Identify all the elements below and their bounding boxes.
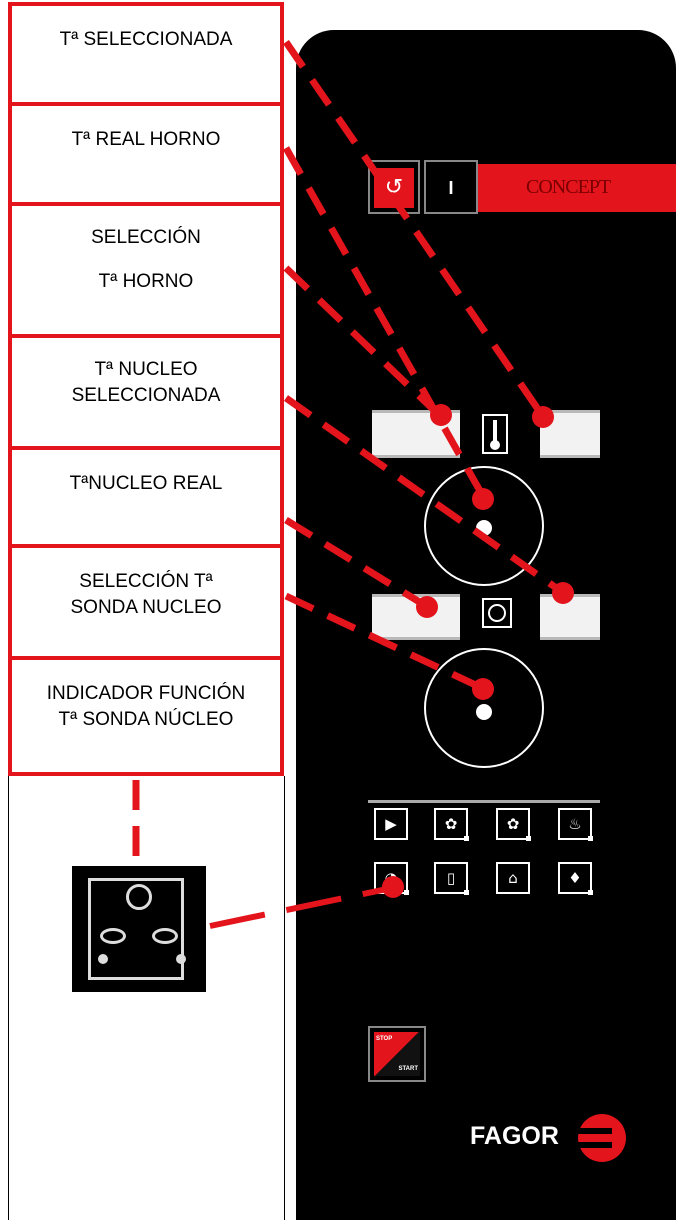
- stop-label: STOP: [376, 1036, 393, 1042]
- label-divider: [8, 544, 284, 548]
- knob-horno[interactable]: [424, 466, 544, 586]
- fan-icon: ✿: [444, 815, 458, 833]
- label-t-real-horno: Tª REAL HORNO: [71, 129, 221, 150]
- clock-icon: [126, 884, 152, 910]
- thermometer-icon: [482, 414, 508, 454]
- marker-t-real-horno: [472, 488, 494, 510]
- callout-t-seleccionada: [283, 40, 547, 420]
- label-nucleo-real: TªNUCLEO REAL: [69, 473, 223, 494]
- mixed-button[interactable]: ✿: [496, 808, 531, 841]
- callout-sonda-nucleo: [284, 592, 484, 692]
- label-nucleo-sel-line2: SELECCIONADA: [71, 385, 221, 406]
- lamp-icon: ⌂: [508, 869, 518, 887]
- convection-button[interactable]: ✿: [434, 808, 469, 841]
- fan-steam-icon: ✿: [506, 815, 520, 833]
- start-label: START: [398, 1066, 418, 1072]
- callout-nucleo-real: [284, 517, 428, 609]
- frame-line: [284, 776, 285, 1220]
- marker-sonda-nucleo: [472, 678, 494, 700]
- stop-start-frame: [368, 1026, 426, 1082]
- power-on-button[interactable]: I: [430, 168, 472, 208]
- label-sonda-line1: SELECCIÓN Tª: [79, 571, 213, 592]
- clock-icon: [482, 598, 512, 628]
- play-icon: ▶: [385, 815, 397, 833]
- frame-line: [8, 776, 9, 1220]
- callout-probe-detail: [209, 885, 393, 929]
- label-divider: [8, 202, 284, 206]
- flame-icon: ♦: [568, 869, 582, 887]
- label-divider: [8, 334, 284, 338]
- callout-seleccion-horno: [283, 265, 441, 417]
- marker-seleccion-horno: [430, 404, 452, 426]
- door-icon: ▯: [446, 869, 456, 887]
- knob-nucleo[interactable]: [424, 648, 544, 768]
- power-frame: [368, 160, 420, 214]
- probe-right-icon: [152, 928, 178, 944]
- label-sonda-line2: SONDA NUCLEO: [70, 597, 222, 618]
- concept-logo: CONCEPT: [526, 176, 611, 198]
- label-divider: [8, 2, 284, 6]
- callout-t-real-horno: [282, 146, 488, 500]
- callout-nucleo-seleccionada: [283, 395, 565, 595]
- label-frame: [8, 2, 284, 776]
- knob-nucleo-dot: [476, 704, 492, 720]
- steam-button[interactable]: ♨: [558, 808, 593, 841]
- label-seleccion-line2: Tª HORNO: [98, 271, 194, 292]
- marker-t-seleccionada: [532, 406, 554, 428]
- probe-left-icon: [100, 928, 126, 944]
- stop-start-button[interactable]: STOP START: [374, 1032, 420, 1076]
- label-divider: [8, 772, 284, 776]
- label-t-seleccionada: Tª SELECCIONADA: [59, 29, 233, 50]
- label-divider: [8, 446, 284, 450]
- brand-strip: CONCEPT: [478, 164, 676, 212]
- control-panel: [296, 30, 676, 1220]
- label-divider: [8, 656, 284, 660]
- label-seleccion-line1: SELECCIÓN: [91, 227, 201, 248]
- label-indicador-line1: INDICADOR FUNCIÓN: [46, 683, 246, 704]
- steam-icon: ♨: [568, 815, 582, 833]
- power-on-frame: [424, 160, 478, 214]
- fagor-emblem: [572, 1114, 626, 1162]
- flame-button[interactable]: ♦: [558, 862, 593, 895]
- marker-nucleo-real: [416, 596, 438, 618]
- fagor-logo: FAGOR: [470, 1122, 559, 1150]
- label-divider: [8, 102, 284, 106]
- play-button[interactable]: ▶: [374, 808, 408, 840]
- oven-light-button[interactable]: ⌂: [496, 862, 530, 894]
- marker-probe-button: [382, 876, 404, 898]
- probe-detail-box: [72, 866, 206, 992]
- row-divider: [368, 800, 600, 803]
- label-nucleo-sel-line1: Tª NUCLEO: [94, 359, 198, 380]
- marker-nucleo-seleccionada: [552, 582, 574, 604]
- door-button[interactable]: ▯: [434, 862, 469, 895]
- power-off-icon: ↺: [384, 175, 404, 200]
- label-indicador-line2: Tª SONDA NÚCLEO: [58, 709, 234, 730]
